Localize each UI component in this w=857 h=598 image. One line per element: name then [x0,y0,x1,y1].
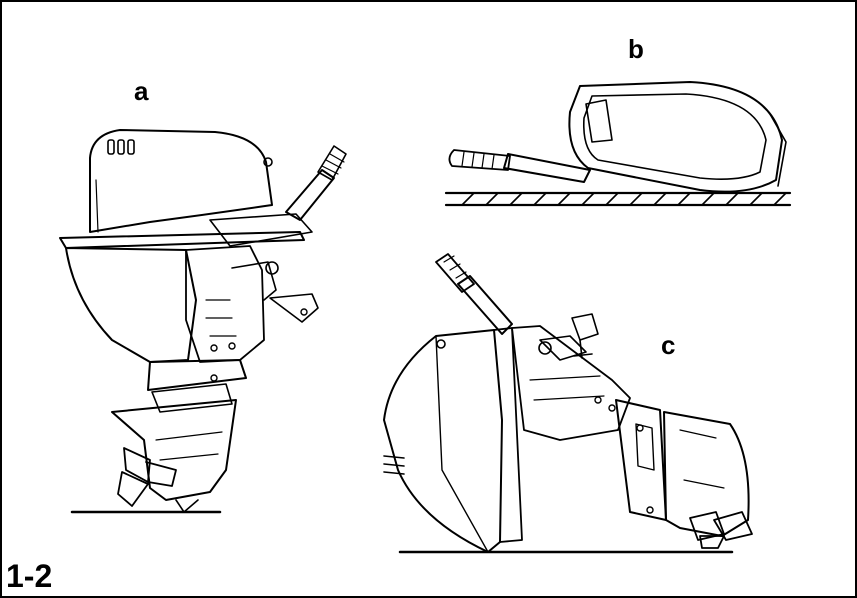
clamp-bracket-c [511,325,631,441]
anti-ventilation-plate-c [615,399,667,521]
tiller-handle-b [503,153,591,183]
tiller-handle-c [457,275,513,335]
view-label-a: a [134,76,149,106]
vent-icon [383,455,405,475]
anti-ventilation-plate-a [147,359,247,391]
gearcase-a [111,399,237,501]
clamp-bracket-a [185,245,265,363]
tiller-grip-b [448,149,511,171]
lower-cowling-a [65,247,197,363]
propeller-c [689,511,753,549]
figure-number: 1-2 [6,558,53,594]
motor-side-view-b [444,81,792,207]
motor-upright-view-a [59,129,347,514]
view-label-b: b [628,34,644,64]
motor-tilted-view-c [383,253,753,554]
cowling-c [383,329,503,553]
ground-hatching-b [461,192,787,206]
tiller-grip-a [317,145,347,181]
gearcase-c [663,411,750,537]
top-cowling-a [89,129,273,233]
vent-icon [107,139,135,155]
propeller-a [117,447,177,507]
tiller-grip-c [435,253,475,293]
view-label-c: c [661,330,676,360]
cowling-top-b [568,81,783,193]
tiller-handle-a [285,169,335,221]
